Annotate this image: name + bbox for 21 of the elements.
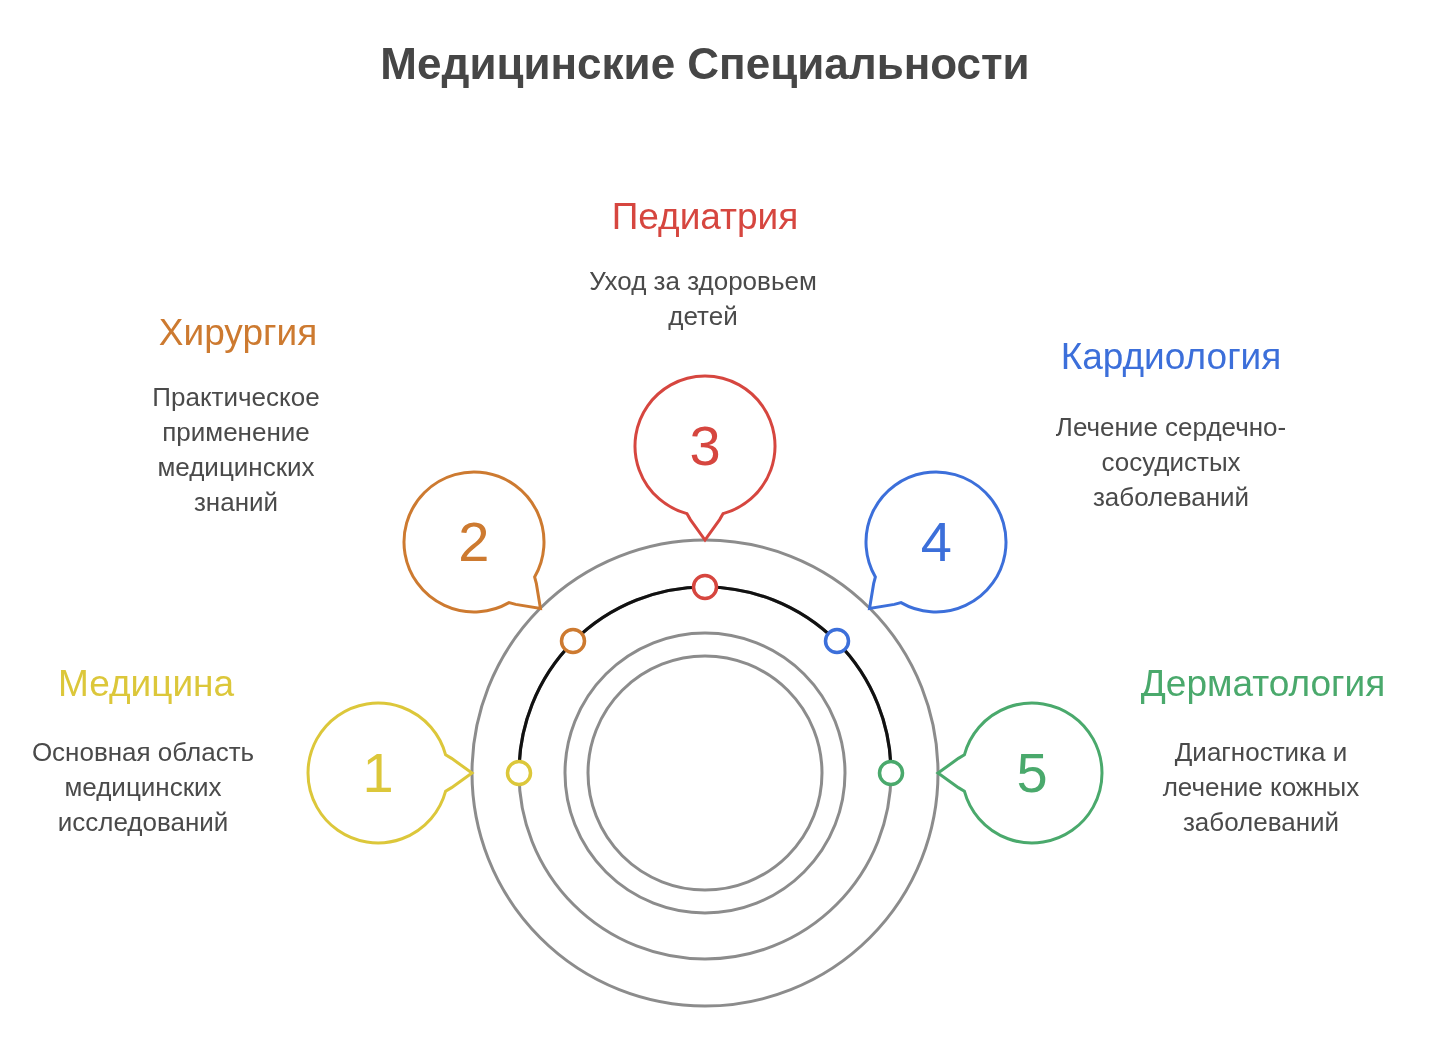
heading: Педиатрия [611, 195, 799, 239]
speech-bubble [633, 374, 777, 542]
heading: Медицина [57, 662, 235, 706]
step-number: 4 [920, 509, 952, 574]
diagram-title: Медицинские Специальности [380, 38, 1030, 90]
speech-bubble [401, 469, 546, 614]
description: Уход за здоровьем детей [588, 264, 818, 333]
step-number: 2 [458, 509, 490, 574]
heading: Дерматология [1140, 662, 1386, 706]
heading: Кардиология [1060, 335, 1282, 379]
speech-bubble [306, 701, 474, 845]
step-number: 5 [1016, 741, 1048, 805]
step-number: 3 [689, 414, 721, 478]
speech-bubble [864, 469, 1009, 614]
description: Диагностика и лечение кожных заболеваний [1161, 735, 1361, 839]
speech-bubble [936, 701, 1104, 845]
heading: Хирургия [158, 311, 318, 355]
description: Основная область медицинских исследований [30, 735, 256, 839]
description: Лечение сердечно-сосудистых заболеваний [1054, 410, 1288, 514]
description: Практическое применение медицинских знаний [151, 380, 321, 519]
step-number: 1 [362, 741, 394, 805]
